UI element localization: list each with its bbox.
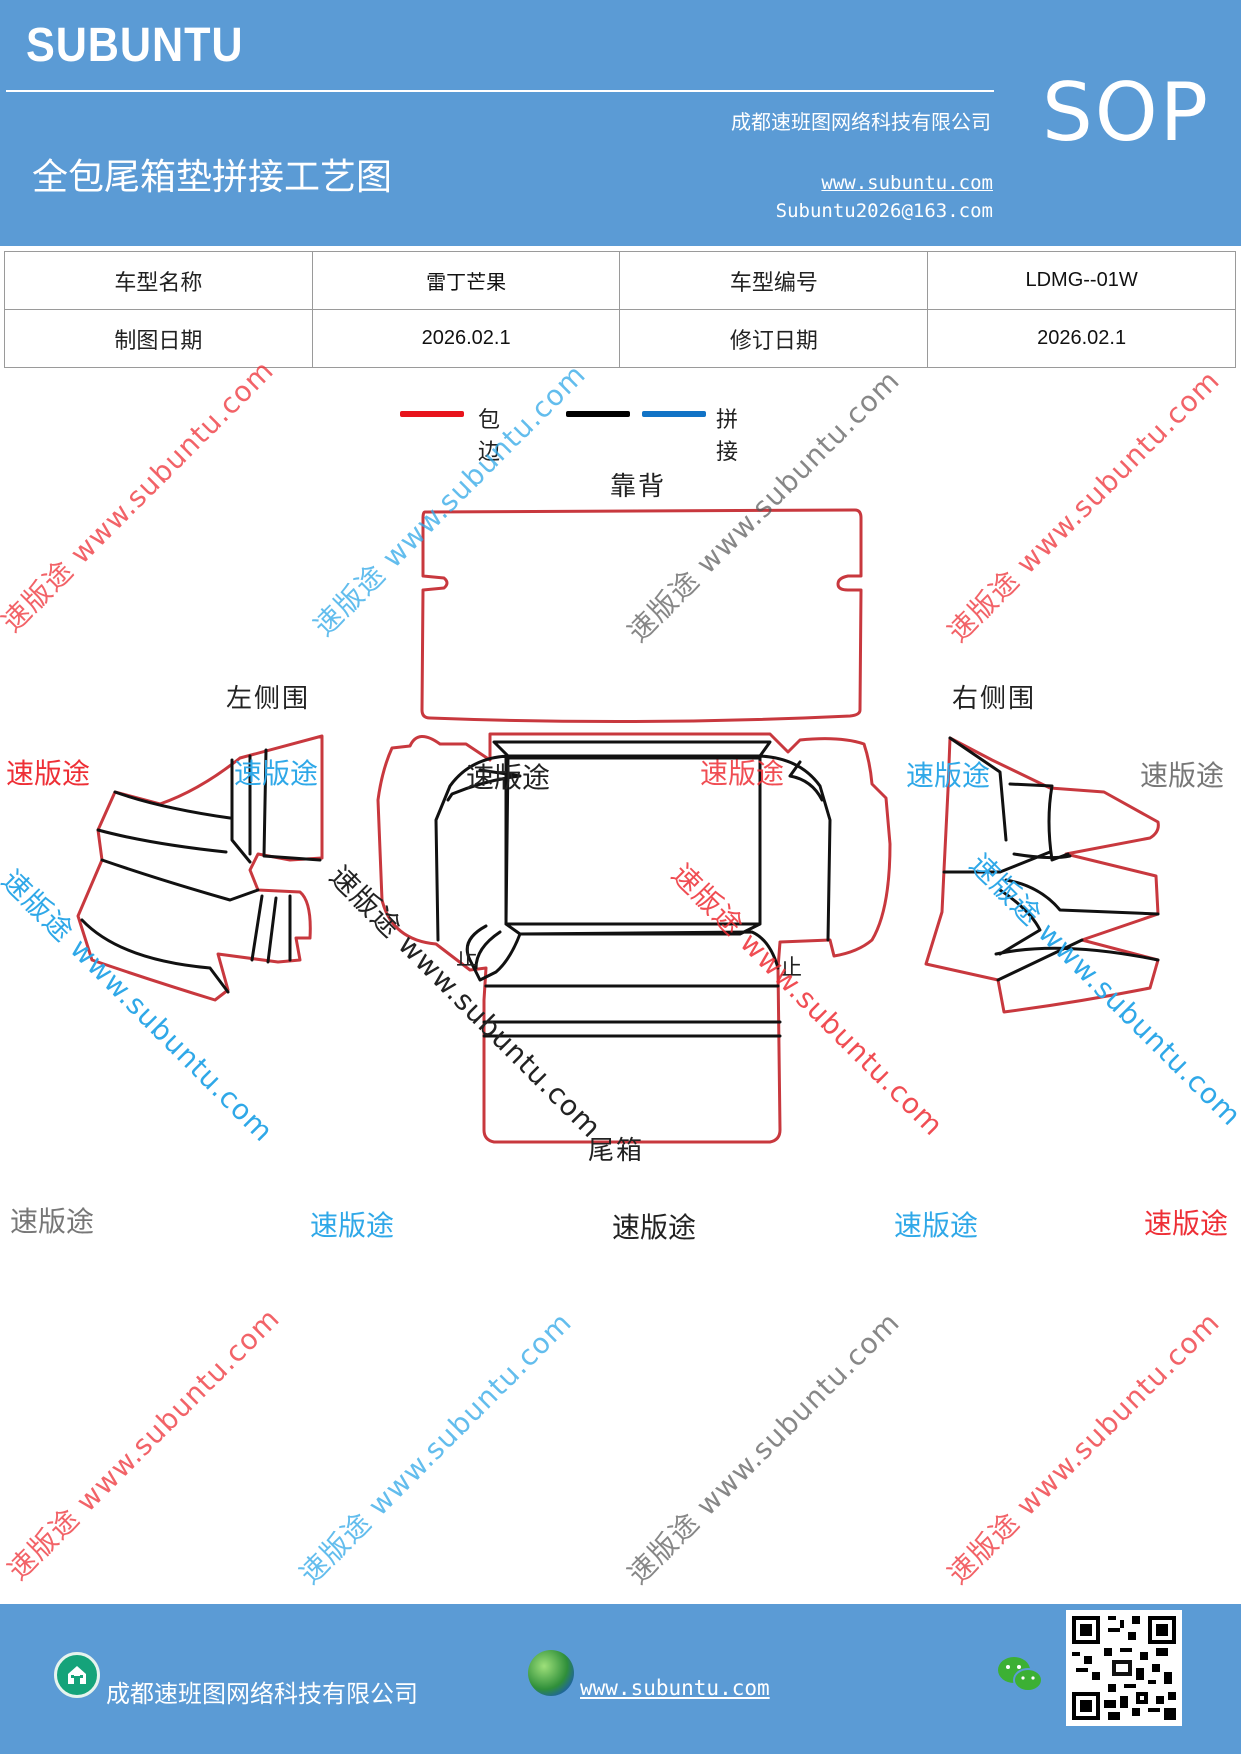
page-title: 全包尾箱垫拼接工艺图 (32, 157, 393, 198)
right-side-label: 右侧围 (952, 684, 1037, 714)
model-code-label: 车型编号 (619, 251, 929, 310)
vehicle-info-table: 车型名称 雷丁芒果 车型编号 LDMG--01W 制图日期 2026.02.1 … (4, 251, 1236, 368)
revision-date-label: 修订日期 (619, 309, 929, 368)
qr-code[interactable] (1066, 1610, 1182, 1726)
home-icon (54, 1652, 100, 1698)
backrest-label: 靠背 (610, 472, 667, 502)
legend-edge-line (400, 411, 464, 417)
watermark: 速版途 www.subuntu.com (621, 1305, 907, 1591)
globe-icon (528, 1650, 574, 1696)
stop-marker-right: 止 (780, 956, 805, 981)
left-side-piece (76, 734, 324, 1002)
footer-website-link[interactable]: www.subuntu.com (580, 1676, 770, 1700)
table-row: 制图日期 2026.02.1 修订日期 2026.02.1 (4, 309, 1236, 368)
watermark: 速版途 (1144, 1207, 1229, 1240)
drawing-date-value: 2026.02.1 (311, 309, 621, 368)
company-name: 成都速班图网络科技有限公司 (731, 110, 991, 134)
trunk-label: 尾箱 (588, 1136, 645, 1166)
left-side-seams (80, 748, 322, 994)
backrest-piece (420, 508, 863, 724)
pattern-drawing (76, 508, 1160, 1144)
right-side-seams (942, 736, 1160, 982)
model-name-label: 车型名称 (4, 251, 313, 310)
wechat-icon[interactable] (996, 1654, 1044, 1694)
email-address: Subuntu2026@163.com (775, 200, 993, 222)
watermark: 速版途 www.subuntu.com (293, 1305, 579, 1591)
watermark: 速版途 (310, 1209, 395, 1242)
left-side-label: 左侧围 (226, 684, 311, 714)
legend-seam-label: 拼接 (716, 408, 739, 465)
model-code-value: LDMG--01W (927, 251, 1236, 310)
watermark: 速版途 (894, 1209, 979, 1242)
floor-seams (434, 740, 832, 1038)
sop-label: SOP (1042, 66, 1210, 159)
website-link[interactable]: www.subuntu.com (821, 172, 993, 194)
mat-pattern-diagram: 靠背 左侧围 右侧围 尾箱 止 止 (0, 440, 1241, 1166)
brand-logo: SUBUNTU (26, 19, 244, 72)
floor-outer-piece (376, 732, 892, 1144)
legend-black-line (566, 411, 630, 417)
table-row: 车型名称 雷丁芒果 车型编号 LDMG--01W (4, 251, 1236, 310)
drawing-date-label: 制图日期 (4, 309, 313, 368)
watermark: 速版途 (10, 1205, 95, 1238)
legend-edge-label: 包边 (478, 408, 501, 465)
watermark: 速版途 www.subuntu.com (1, 1301, 287, 1587)
stop-marker-left: 止 (456, 946, 481, 971)
revision-date-value: 2026.02.1 (927, 309, 1236, 368)
right-side-piece (924, 736, 1160, 1014)
watermark: 速版途 www.subuntu.com (941, 1305, 1227, 1591)
header-divider (6, 90, 994, 92)
watermark: 速版途 (612, 1211, 697, 1244)
footer-company-name: 成都速班图网络科技有限公司 (106, 1680, 418, 1708)
model-name-value: 雷丁芒果 (311, 251, 621, 310)
legend-seam-line (642, 411, 706, 417)
footer-banner: 成都速班图网络科技有限公司 www.subuntu.com (0, 1604, 1241, 1754)
header-banner: SUBUNTU SOP 成都速班图网络科技有限公司 全包尾箱垫拼接工艺图 www… (0, 0, 1241, 246)
